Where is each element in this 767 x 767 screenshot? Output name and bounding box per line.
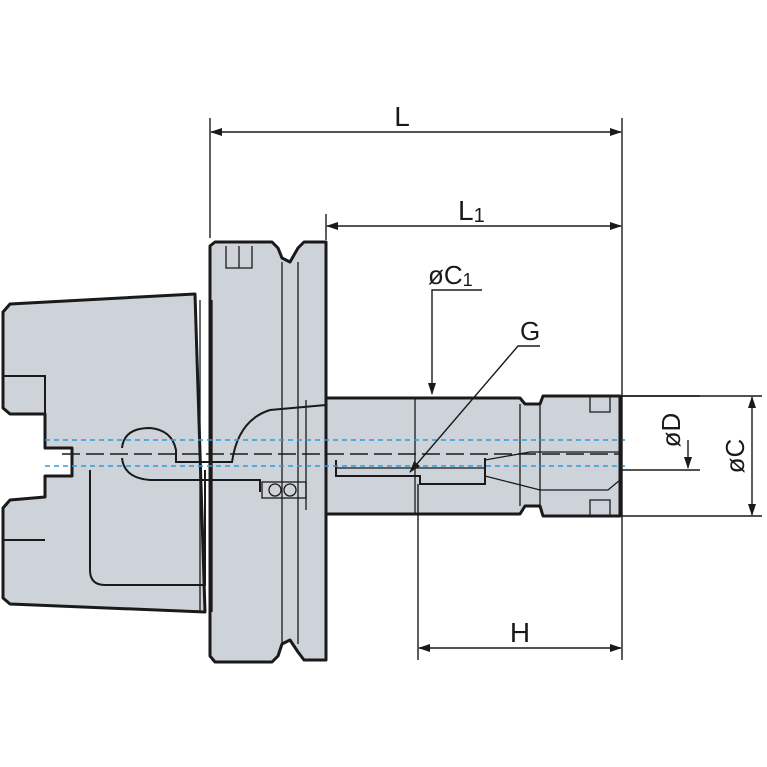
internal-passage [121, 404, 327, 463]
label-C: øC [720, 439, 750, 474]
label-H: H [510, 617, 530, 648]
taper-shank [1, 292, 207, 614]
flange [208, 240, 328, 664]
leader-G [409, 345, 540, 473]
label-L: L [394, 101, 410, 132]
label-D: øD [656, 413, 686, 448]
label-G: G [520, 316, 540, 346]
collet-taper-cone [484, 475, 621, 491]
o-ring-seal [261, 481, 307, 499]
internal-passage-low [121, 457, 261, 492]
front-notch-low [589, 499, 611, 516]
leader-C1 [428, 289, 482, 395]
label-L1: L1 [458, 195, 485, 227]
collet-taper-cone-top [484, 451, 620, 461]
collet-taper [335, 458, 486, 485]
shank-bore [89, 470, 206, 586]
front-notch [589, 396, 611, 413]
label-C1: øC1 [428, 260, 473, 290]
drive-key-slot [3, 375, 46, 414]
front-shank [324, 394, 622, 518]
